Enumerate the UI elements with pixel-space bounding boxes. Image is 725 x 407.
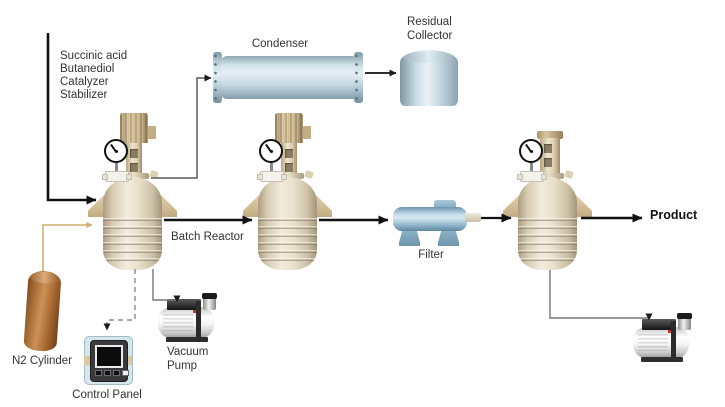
condenser-vessel [221, 56, 358, 99]
vacuum-pump-label-line2: Pump [167, 360, 198, 372]
pump-indicator [193, 310, 196, 313]
shaft-window [130, 149, 138, 158]
reactor-support-wing-left [88, 195, 104, 217]
panel-button [113, 370, 120, 376]
pump-divider [196, 301, 201, 339]
pump-motor-block [167, 299, 201, 310]
reactor-top-flange [274, 173, 304, 179]
pump-body [633, 327, 689, 358]
control-panel [84, 336, 133, 385]
reactor-vessel-body [518, 177, 577, 270]
reactor-support-wing-left [243, 195, 259, 217]
condenser-left-flange [213, 52, 222, 103]
reactor-top-flange [534, 173, 564, 179]
feed-components-list: Succinic acid Butanediol Catalyzer Stabi… [60, 50, 127, 102]
gauge-stem [530, 163, 533, 171]
filter-leg [438, 229, 459, 246]
pump-inlet-cap [202, 293, 217, 310]
feed-component: Stabilizer [60, 89, 108, 101]
shaft-window [544, 158, 552, 167]
vacuum-pump-1 [158, 293, 218, 343]
gauge-stem [270, 163, 273, 171]
shaft-window [544, 144, 552, 153]
feed-component: Catalyzer [60, 76, 109, 88]
pump-base [641, 357, 683, 362]
filter-leg [399, 229, 420, 246]
shaft-window [285, 163, 293, 172]
batch-reactor-2 [243, 110, 336, 272]
condenser-label: Condenser [251, 38, 309, 50]
batch-reactor-3 [503, 110, 596, 272]
motor-junction-box [303, 126, 311, 139]
pump-indicator [668, 330, 671, 333]
panel-button [122, 370, 129, 376]
pump-base [166, 337, 208, 342]
feed-valve [102, 171, 132, 182]
residual-collector-label-line2: Collector [407, 30, 453, 42]
filter-vessel [393, 207, 467, 231]
filter-top-port [434, 200, 456, 209]
feed-component: Succinic acid [60, 50, 128, 62]
product-label: Product [650, 208, 698, 222]
batch-reactor-1 [88, 110, 181, 272]
control-panel-buttons [95, 370, 129, 376]
control-panel-display [95, 345, 123, 368]
panel-button [95, 370, 102, 376]
panel-button [104, 370, 111, 376]
pressure-gauge-icon [519, 139, 543, 163]
pressure-gauge-icon [259, 139, 283, 163]
residual-collector-label-line1: Residual [407, 16, 452, 28]
reactor-top-flange [119, 173, 149, 179]
reactor-support-wing-right [161, 195, 177, 217]
filter-outlet-nozzle [465, 213, 481, 222]
pump-cooling-fins [163, 314, 193, 331]
shaft-window [285, 149, 293, 158]
reactor-vessel-body [103, 177, 162, 270]
feed-valve [517, 171, 547, 182]
gauge-stem [115, 163, 118, 171]
reactor-heating-ribs [258, 218, 317, 265]
reactor-heating-ribs [518, 218, 577, 265]
vacuum-pump-2 [633, 313, 693, 363]
n2-cylinder-label: N2 Cylinder [11, 355, 73, 367]
agitator-lantern-cap [537, 131, 563, 139]
motor-junction-box [148, 126, 156, 139]
pump-divider [671, 321, 676, 359]
reactor-vapor-nozzle [304, 169, 314, 180]
reactor-support-wing-right [316, 195, 332, 217]
pressure-gauge-icon [104, 139, 128, 163]
pump-inlet-cap [677, 313, 692, 330]
residual-collector-label: Residual Collector [407, 15, 452, 43]
agitator-motor [120, 113, 148, 143]
control-panel-label: Control Panel [72, 389, 142, 401]
vacuum-pump-label: Vacuum Pump [167, 345, 208, 373]
n2-line-arrow [42, 222, 93, 271]
reactor-support-wing-left [503, 195, 519, 217]
reactor1-signal-line-to-control-panel [103, 269, 136, 331]
reactor-vapor-nozzle [564, 169, 574, 180]
batch-reactor-label: Batch Reactor [171, 231, 244, 243]
n2-cylinder [23, 269, 62, 353]
pump-motor-block [642, 319, 676, 330]
pump-cooling-fins [638, 334, 668, 351]
reactor-vapor-nozzle [149, 169, 159, 180]
reactor-vessel-body [258, 177, 317, 270]
agitator-motor [275, 113, 303, 143]
agitator-shaft-column [281, 143, 297, 181]
feed-component: Butanediol [60, 63, 115, 75]
reactor-support-wing-right [576, 195, 592, 217]
agitator-shaft-column [126, 143, 142, 181]
reactor-heating-ribs [103, 218, 162, 265]
condenser-right-flange [354, 52, 363, 103]
vacuum-pump-label-line1: Vacuum [167, 346, 209, 358]
filter-label: Filter [418, 249, 444, 261]
feed-valve [257, 171, 287, 182]
pump-body [158, 307, 214, 338]
agitator-lantern-column [540, 138, 560, 180]
control-panel-face [90, 340, 129, 382]
shaft-window [130, 163, 138, 172]
residual-collector-vessel [400, 50, 458, 106]
